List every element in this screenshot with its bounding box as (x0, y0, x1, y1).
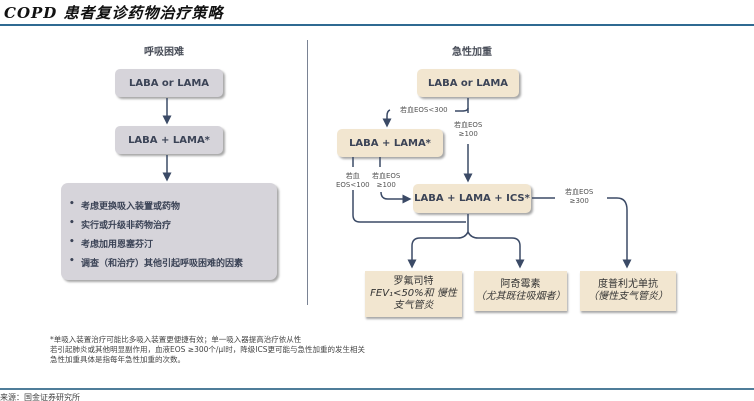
arrow-to-laba-lama (382, 109, 392, 128)
arrow-split-left (407, 231, 469, 269)
right-box-laba-or-lama: LABA or LAMA (417, 69, 519, 97)
line-eos-lt100-down (352, 190, 466, 223)
column-divider (307, 40, 308, 305)
bullet-icon: • (69, 237, 75, 247)
label-eos-ge100-left: 若血EOS≥100 (372, 172, 401, 189)
left-box-laba-or-lama: LABA or LAMA (115, 69, 223, 97)
title-rule (0, 24, 754, 26)
bullet-icon: • (69, 218, 75, 228)
footnotes: *单吸入装置治疗可能比多吸入装置更便捷有效；单一吸入器提高治疗依从性 若引起肺炎… (50, 335, 365, 365)
footnote: 急性加重具体是指每年急性加重的次数。 (50, 355, 185, 364)
arrow-to-triple (380, 191, 412, 204)
bullet-icon: • (69, 199, 75, 209)
outcome-dupilumab: 度普利尤单抗 （慢性支气管炎） (580, 271, 676, 311)
label-eos-ge300: 若血EOS≥300 (565, 188, 594, 205)
exacerbation-title: 急性加重 (452, 47, 492, 58)
list-item: •考虑更换吸入装置或药物 (69, 199, 181, 212)
list-item: •考虑加用恩塞芬汀 (69, 237, 154, 250)
page-title: COPD 患者复诊药物治疗策略 (4, 4, 224, 22)
left-box-laba-lama: LABA + LAMA* (115, 126, 223, 154)
right-box-laba-lama-ics: LABA + LAMA + ICS* (413, 184, 531, 213)
outcome-azithromycin: 阿奇霉素 （尤其既往吸烟者） (474, 271, 567, 311)
right-box-laba-lama: LABA + LAMA* (337, 129, 443, 157)
list-item: •实行或升级非药物治疗 (69, 218, 172, 231)
arrow-split-right (467, 231, 525, 269)
dyspnea-title: 呼吸困难 (144, 47, 184, 58)
source-line: 来源：国金证券研究所 (0, 393, 80, 401)
outcome-roflumilast: 罗氟司特 FEV₁<50%和 慢性 支气管炎 (365, 271, 462, 317)
label-eos-lt300: 若血EOS<300 (400, 106, 448, 114)
arrow-eos-ge300 (607, 197, 632, 269)
bullet-icon: • (69, 256, 75, 266)
label-eos-ge100-top: 若血EOS≥100 (454, 121, 483, 138)
branch-lt300 (455, 107, 469, 112)
footnote: 若引起肺炎或其他明显副作用，血液EOS ≥300个/μl时，降级ICS更可能与急… (50, 345, 365, 354)
list-item: •调查（和治疗）其他引起呼吸困难的因素 (69, 256, 244, 269)
footer-rule (0, 388, 754, 390)
dyspnea-actions-box: •考虑更换吸入装置或药物 •实行或升级非药物治疗 •考虑加用恩塞芬汀 •调查（和… (61, 183, 277, 280)
footnote: *单吸入装置治疗可能比多吸入装置更便捷有效；单一吸入器提高治疗依从性 (50, 335, 302, 344)
